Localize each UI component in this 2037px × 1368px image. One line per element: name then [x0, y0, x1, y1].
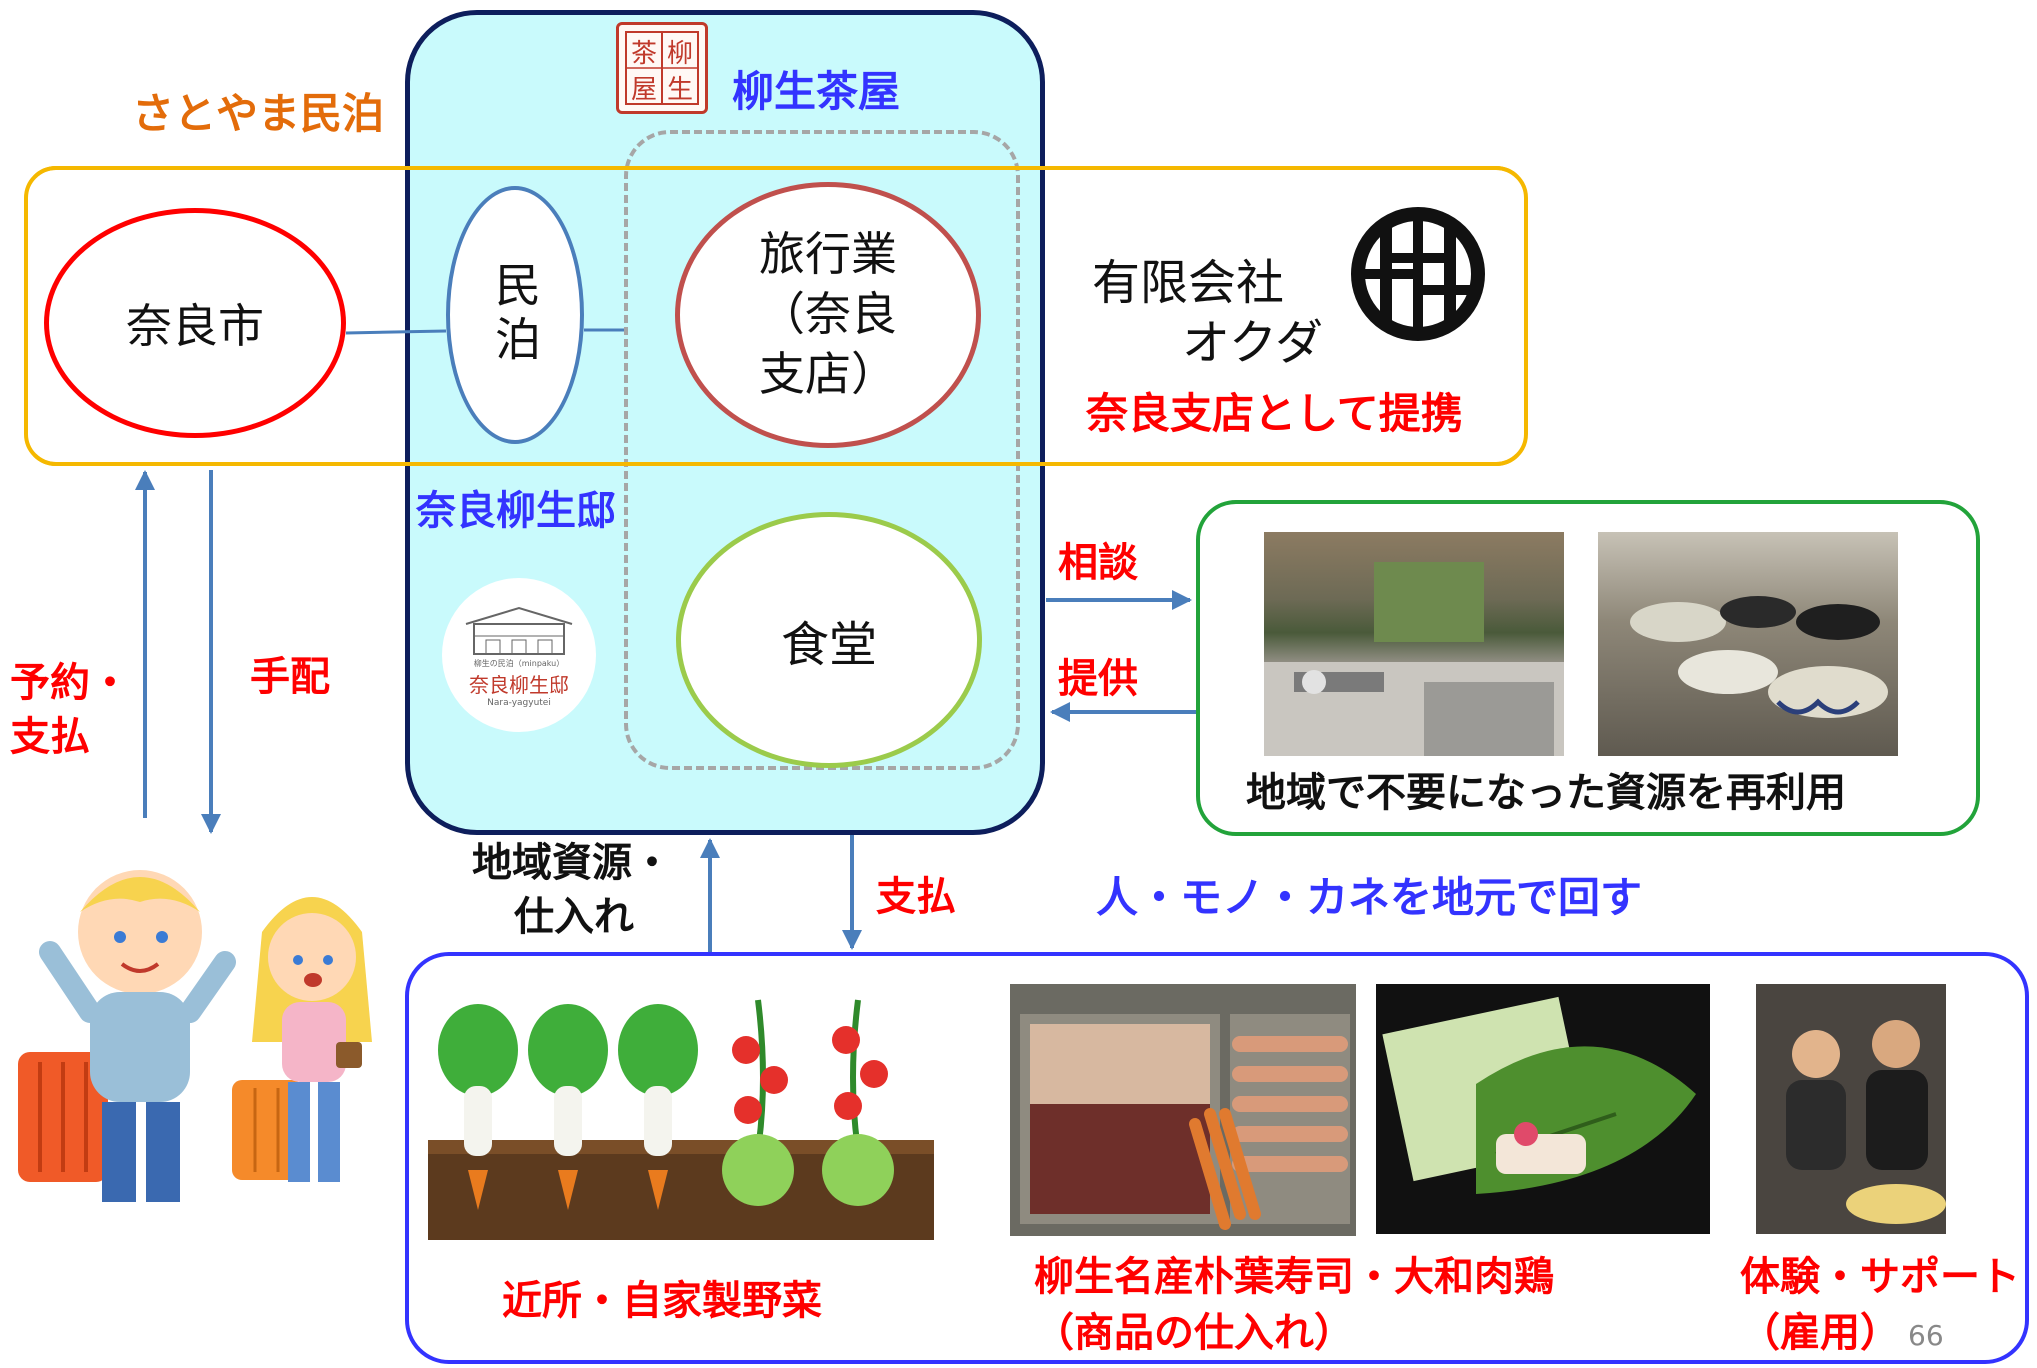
travel-label-line2: （奈良	[759, 287, 897, 342]
kitchen-photo	[1264, 532, 1564, 756]
reuse-label: 地域で不要になった資源を再利用	[1246, 770, 1846, 816]
nara-city-label: 奈良市	[126, 299, 264, 353]
nara-yagyutei-label: 奈良柳生邸	[416, 488, 616, 534]
meat-photo	[1010, 984, 1356, 1236]
okuda-label-line1: 有限会社	[1092, 255, 1285, 311]
yagyutei-logo-small: 柳生の民泊（minpaku）	[473, 659, 565, 668]
okuda-label-line2: オクダ	[1182, 315, 1324, 371]
nara-city-ellipse: 奈良市	[44, 208, 346, 438]
satoyama-label: さとやま民泊	[132, 89, 385, 138]
minpaku-ellipse: 民泊	[446, 186, 584, 444]
shokudo-label: 食堂	[780, 617, 877, 673]
sushi-photo	[1376, 984, 1710, 1234]
page-number: 66	[1908, 1319, 1944, 1352]
chiiki-label-line2: 仕入れ	[514, 894, 634, 940]
experience-label-line1: 体験・サポート	[1740, 1254, 2020, 1300]
svg-text:茶: 茶	[631, 39, 657, 69]
yagyutei-logo-roman: Nara-yagyutei	[487, 698, 551, 708]
circulate-label: 人・モノ・カネを地元で回す	[1096, 873, 1643, 922]
svg-text:屋: 屋	[631, 75, 657, 105]
travel-label-line1: 旅行業	[759, 227, 897, 282]
shiharai-label: 支払	[876, 874, 956, 920]
nara-yagyutei-dashed-region	[624, 130, 1020, 770]
yagyutei-logo-main: 奈良柳生邸	[469, 673, 569, 697]
vegetables-illustration	[428, 990, 934, 1240]
experience-photo	[1756, 984, 1946, 1234]
yoyaku-label-line1: 予約・	[10, 660, 130, 706]
travel-agency-ellipse: 旅行業 （奈良 支店）	[675, 182, 981, 448]
teikyo-label: 提供	[1058, 656, 1138, 702]
sodan-label: 相談	[1058, 540, 1138, 586]
minpaku-label: 民泊	[488, 261, 542, 369]
yoyaku-label-line2: 支払	[10, 714, 90, 760]
svg-text:生: 生	[667, 75, 693, 105]
nara-branch-label: 奈良支店として提携	[1086, 389, 1463, 438]
travel-label-line3: 支店）	[759, 346, 897, 401]
travelers-illustration	[10, 852, 392, 1216]
shokudo-ellipse: 食堂	[676, 512, 982, 768]
sushi-label-line1: 柳生名産朴葉寿司・大和肉鶏	[1034, 1254, 1554, 1300]
chiiki-label-line1: 地域資源・	[472, 840, 672, 886]
yagyu-chaya-label: 柳生茶屋	[732, 67, 901, 116]
okuda-logo-icon	[1350, 206, 1486, 342]
svg-text:柳: 柳	[667, 39, 693, 69]
bowls-photo	[1598, 532, 1898, 756]
local-circulation-region	[405, 952, 2029, 1364]
vegetables-label: 近所・自家製野菜	[502, 1278, 822, 1324]
reuse-region	[1196, 500, 1980, 836]
experience-label-line2: （雇用）	[1740, 1310, 1900, 1356]
sushi-label-line2: （商品の仕入れ）	[1034, 1310, 1354, 1356]
link-nara-minpaku	[345, 329, 447, 335]
chaya-seal-icon: 茶 柳 屋 生	[616, 22, 708, 114]
yagyutei-house-icon: 柳生の民泊（minpaku） 奈良柳生邸 Nara-yagyutei	[442, 578, 596, 732]
tehai-label: 手配	[250, 654, 330, 700]
